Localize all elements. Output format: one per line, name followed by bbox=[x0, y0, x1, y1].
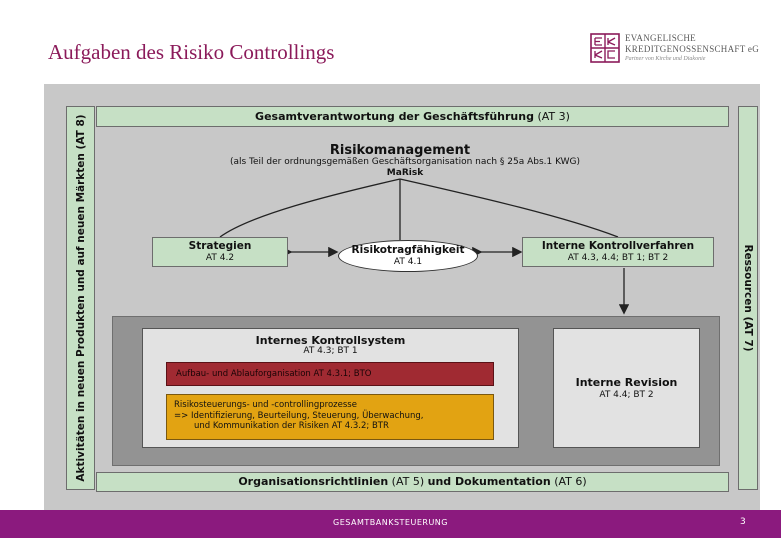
strategies-title: Strategien bbox=[188, 240, 252, 252]
bottom-bar-text2: und Dokumentation bbox=[427, 475, 551, 488]
bottom-bar-organisationsrichtlinien: Organisationsrichtlinien (AT 5) und Doku… bbox=[96, 472, 729, 492]
left-bar-aktivitaeten bbox=[66, 106, 95, 490]
page-number: 3 bbox=[740, 517, 746, 527]
footer-bar bbox=[0, 510, 781, 538]
control-procedures-ref: AT 4.3, 4.4; BT 1; BT 2 bbox=[567, 253, 669, 263]
internal-control-system-ref: AT 4.3; BT 1 bbox=[303, 346, 358, 356]
strategies-box: Strategien AT 4.2 bbox=[152, 237, 288, 267]
left-bar-text: Aktivitäten in neuen Produkten und auf n… bbox=[75, 114, 87, 482]
logo-text-line1: EVANGELISCHE bbox=[625, 33, 696, 43]
internal-audit-title: Interne Revision bbox=[575, 376, 678, 389]
strategies-ref: AT 4.2 bbox=[205, 253, 235, 263]
risk-processes-line1: Risikosteuerungs- und -controllingprozes… bbox=[174, 400, 357, 410]
control-procedures-title: Interne Kontrollverfahren bbox=[541, 240, 695, 252]
footer-label: GESAMTBANKSTEUERUNG bbox=[333, 518, 448, 527]
ekk-logo-icon bbox=[590, 33, 620, 63]
logo-text-line2: KREDITGENOSSENSCHAFT eG bbox=[625, 44, 759, 54]
right-bar-text: Ressourcen (AT 7) bbox=[742, 244, 754, 352]
risk-processes-line2: => Identifizierung, Beurteilung, Steueru… bbox=[174, 410, 424, 421]
organisation-box: Aufbau- und Ablauforganisation AT 4.3.1;… bbox=[166, 362, 494, 386]
internal-control-system-title: Internes Kontrollsystem bbox=[255, 334, 406, 347]
top-bar-text: Gesamtverantwortung der Geschäftsführung bbox=[255, 110, 534, 123]
risk-management-subtitle: (als Teil der ordnungsgemäßen Geschäftso… bbox=[229, 157, 581, 167]
bottom-bar-text1: Organisationsrichtlinien bbox=[238, 475, 389, 488]
page-title: Aufgaben des Risiko Controllings bbox=[48, 40, 335, 64]
control-procedures-box: Interne Kontrollverfahren AT 4.3, 4.4; B… bbox=[522, 237, 714, 267]
bottom-bar-ref2: (AT 6) bbox=[554, 475, 587, 488]
logo-tagline: Partner von Kirche und Diakonie bbox=[625, 56, 706, 62]
top-bar-ref: (AT 3) bbox=[537, 110, 570, 123]
risk-capacity-title: Risikotragfähigkeit bbox=[351, 244, 465, 256]
risk-capacity-ref: AT 4.1 bbox=[393, 257, 423, 267]
right-bar-ressourcen bbox=[738, 106, 758, 490]
risk-processes-line3: und Kommunikation der Risiken AT 4.3.2; … bbox=[194, 421, 389, 431]
internal-audit-box: Interne Revision AT 4.4; BT 2 bbox=[553, 328, 700, 448]
internal-audit-ref: AT 4.4; BT 2 bbox=[599, 390, 654, 400]
top-bar-gesamtverantwortung: Gesamtverantwortung der Geschäftsführung… bbox=[96, 106, 729, 127]
bottom-bar-ref1: (AT 5) bbox=[391, 475, 425, 488]
risk-processes-box: Risikosteuerungs- und -controllingprozes… bbox=[166, 394, 494, 440]
risk-capacity-ellipse: Risikotragfähigkeit AT 4.1 bbox=[338, 240, 478, 272]
risk-management-title: Risikomanagement bbox=[329, 143, 471, 158]
risk-management-marisk: MaRisk bbox=[386, 168, 424, 178]
